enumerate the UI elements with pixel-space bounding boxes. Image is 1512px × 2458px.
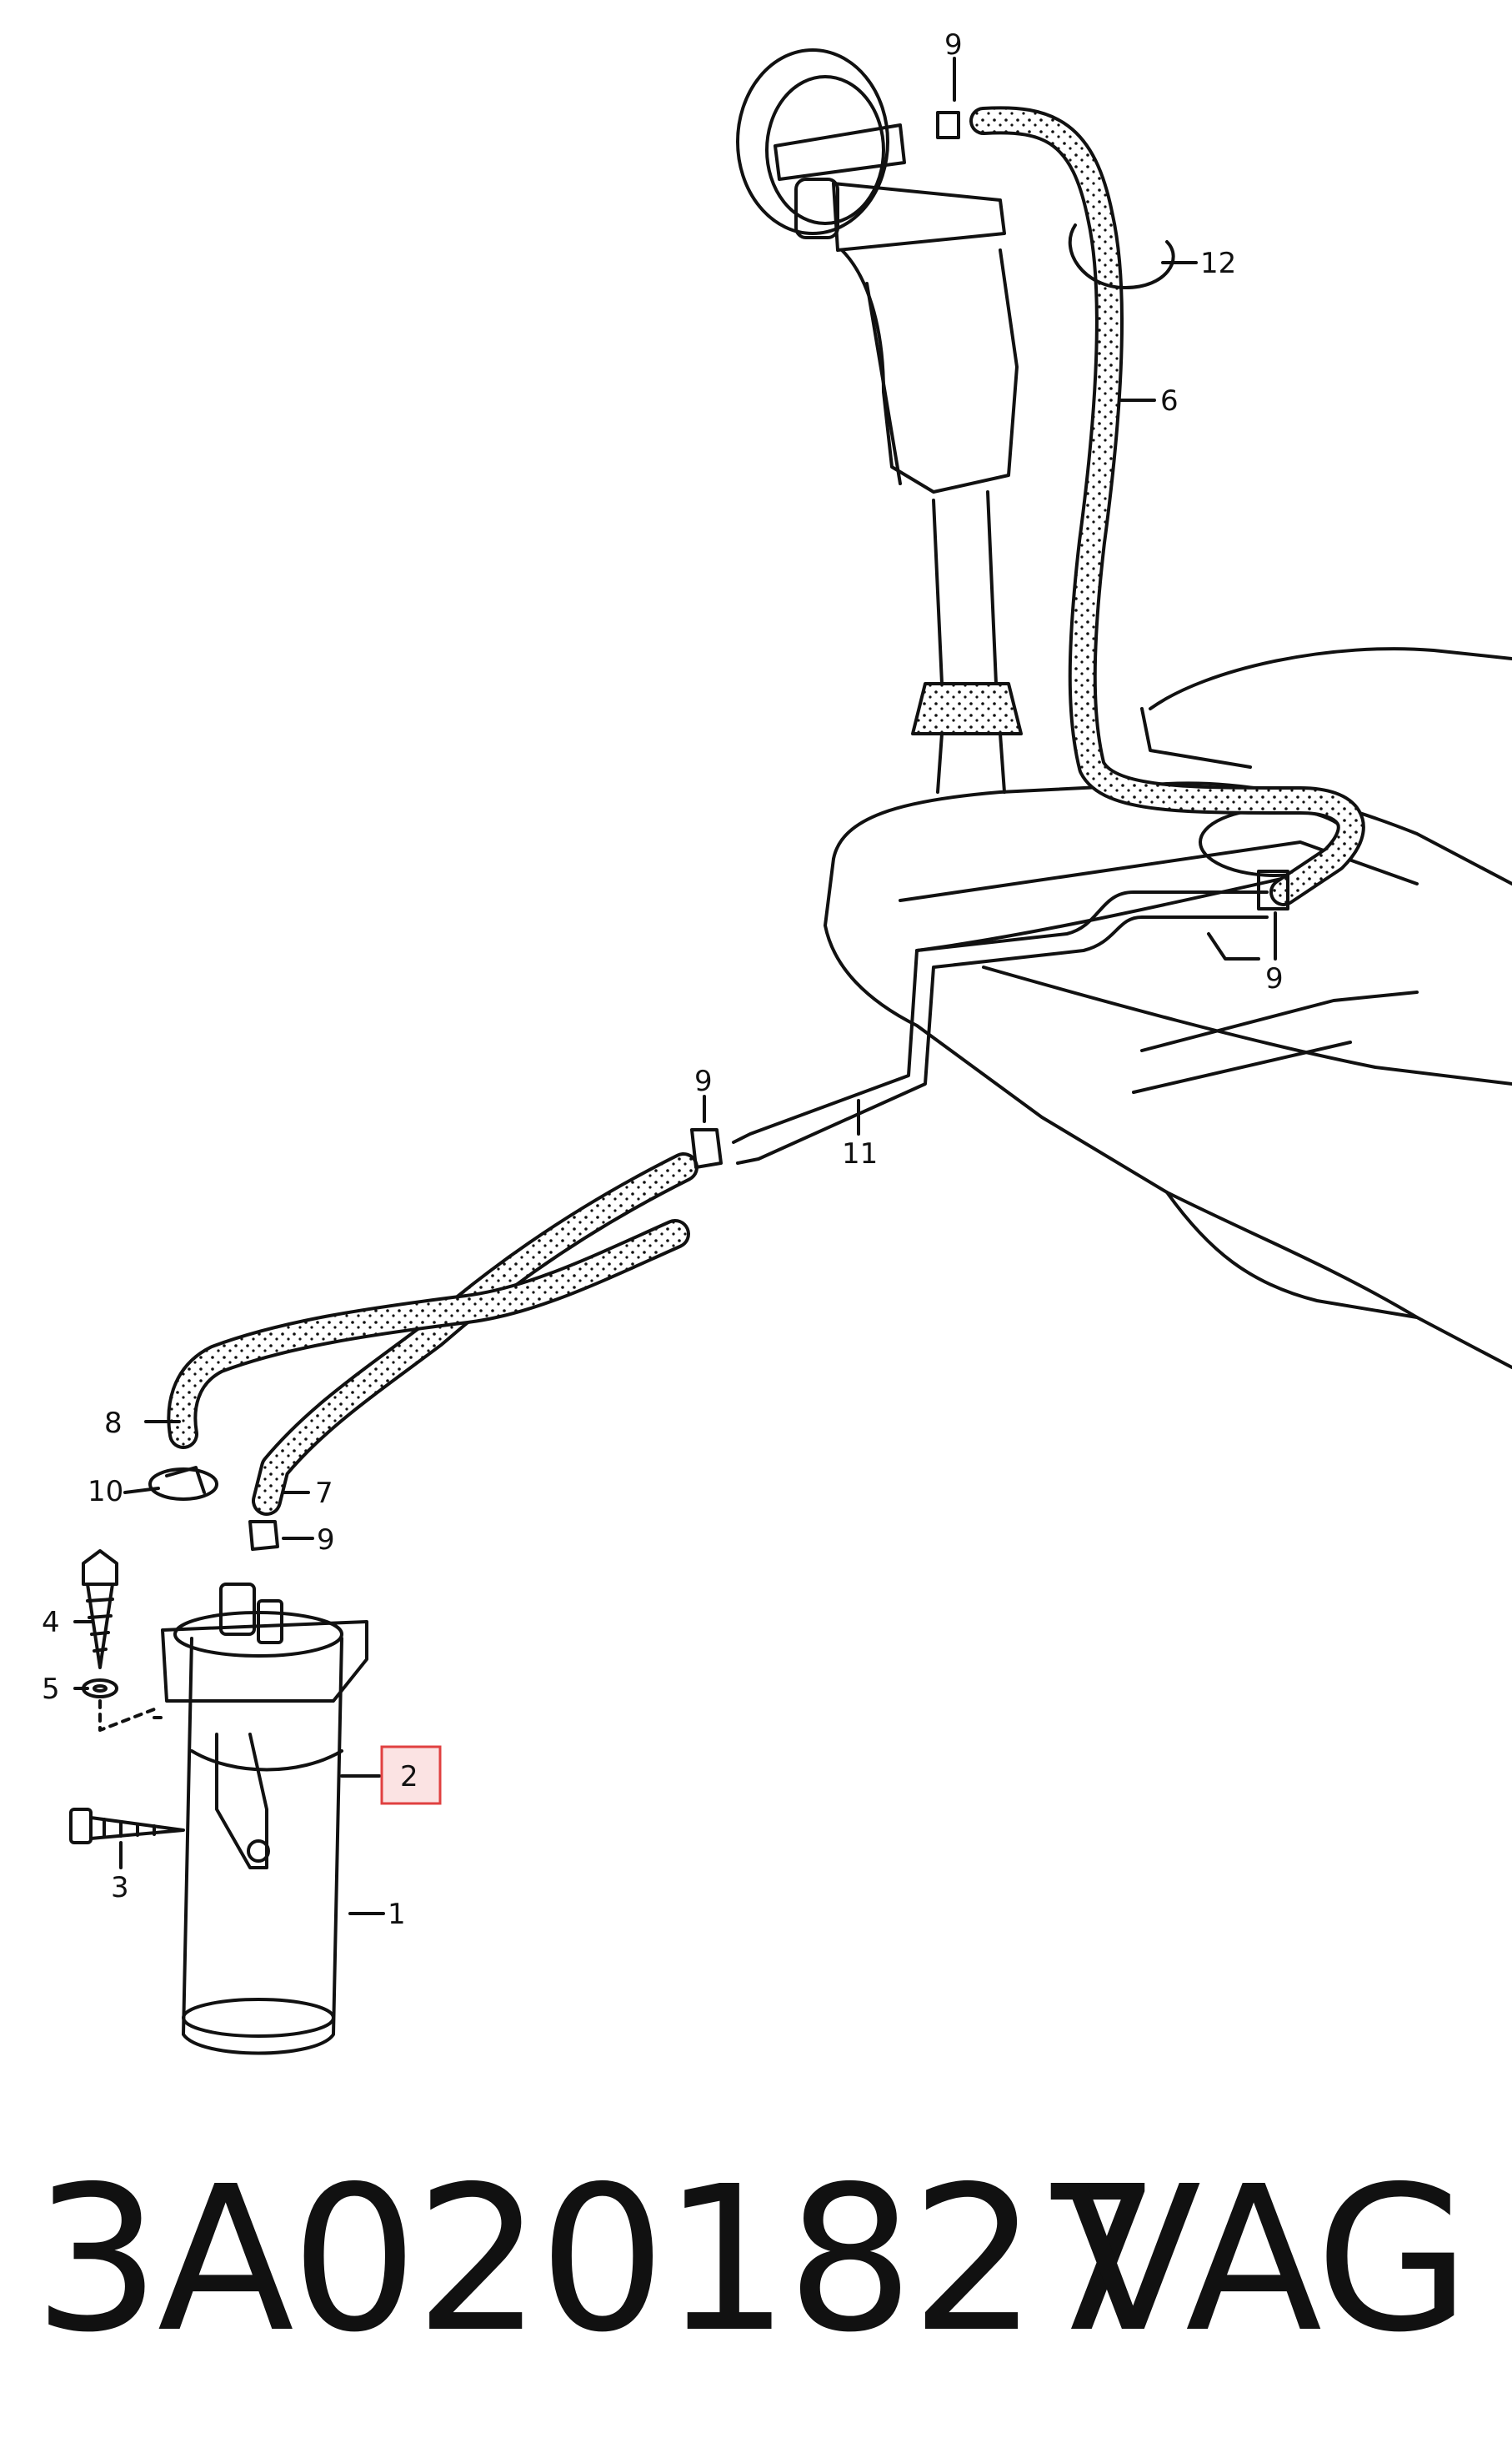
- callout-5: 5: [42, 1673, 60, 1706]
- parts-diagram: 9 12 6 9 9 11 8 7 10 9 4 5 2 1 3: [42, 28, 1512, 2055]
- callout-2-highlight: [380, 1745, 442, 1805]
- clamp-9-top: [936, 111, 960, 139]
- ring-clamp-12: [1068, 223, 1175, 289]
- callout-1: 1: [388, 1898, 406, 1931]
- clamp-9-tank: [1257, 870, 1289, 910]
- screw-4: [82, 1549, 118, 1669]
- callout-11: 11: [842, 1137, 878, 1171]
- callout-9: 9: [1265, 962, 1284, 996]
- callout-9: 9: [317, 1523, 335, 1557]
- clamp-10: [148, 1466, 218, 1501]
- callout-3: 3: [111, 1871, 129, 1904]
- callout-9: 9: [694, 1065, 713, 1098]
- clamp-9-canister: [248, 1520, 279, 1551]
- callout-7: 7: [315, 1477, 333, 1510]
- brand-label: VAG: [1064, 2143, 1470, 2376]
- callout-10: 10: [88, 1475, 123, 1508]
- callout-2: 2: [400, 1760, 418, 1793]
- clamp-9-mid: [690, 1128, 723, 1169]
- part-banner: 3A0201827 VAG: [33, 2134, 1500, 2385]
- hose-6: [969, 106, 1365, 906]
- bracket-2: [161, 1620, 368, 1869]
- part-number: 3A0201827: [33, 2143, 1162, 2376]
- callout-4: 4: [42, 1606, 60, 1639]
- pipe-11: [732, 890, 1269, 1144]
- callout-8: 8: [104, 1407, 123, 1440]
- carbon-canister: [173, 1583, 343, 2055]
- callout-12: 12: [1200, 247, 1236, 280]
- filler-neck: [736, 48, 1023, 794]
- screw-3: [69, 1808, 185, 1844]
- callout-9: 9: [944, 28, 963, 62]
- fuel-tank: [824, 647, 1512, 1369]
- callout-6: 6: [1160, 384, 1179, 418]
